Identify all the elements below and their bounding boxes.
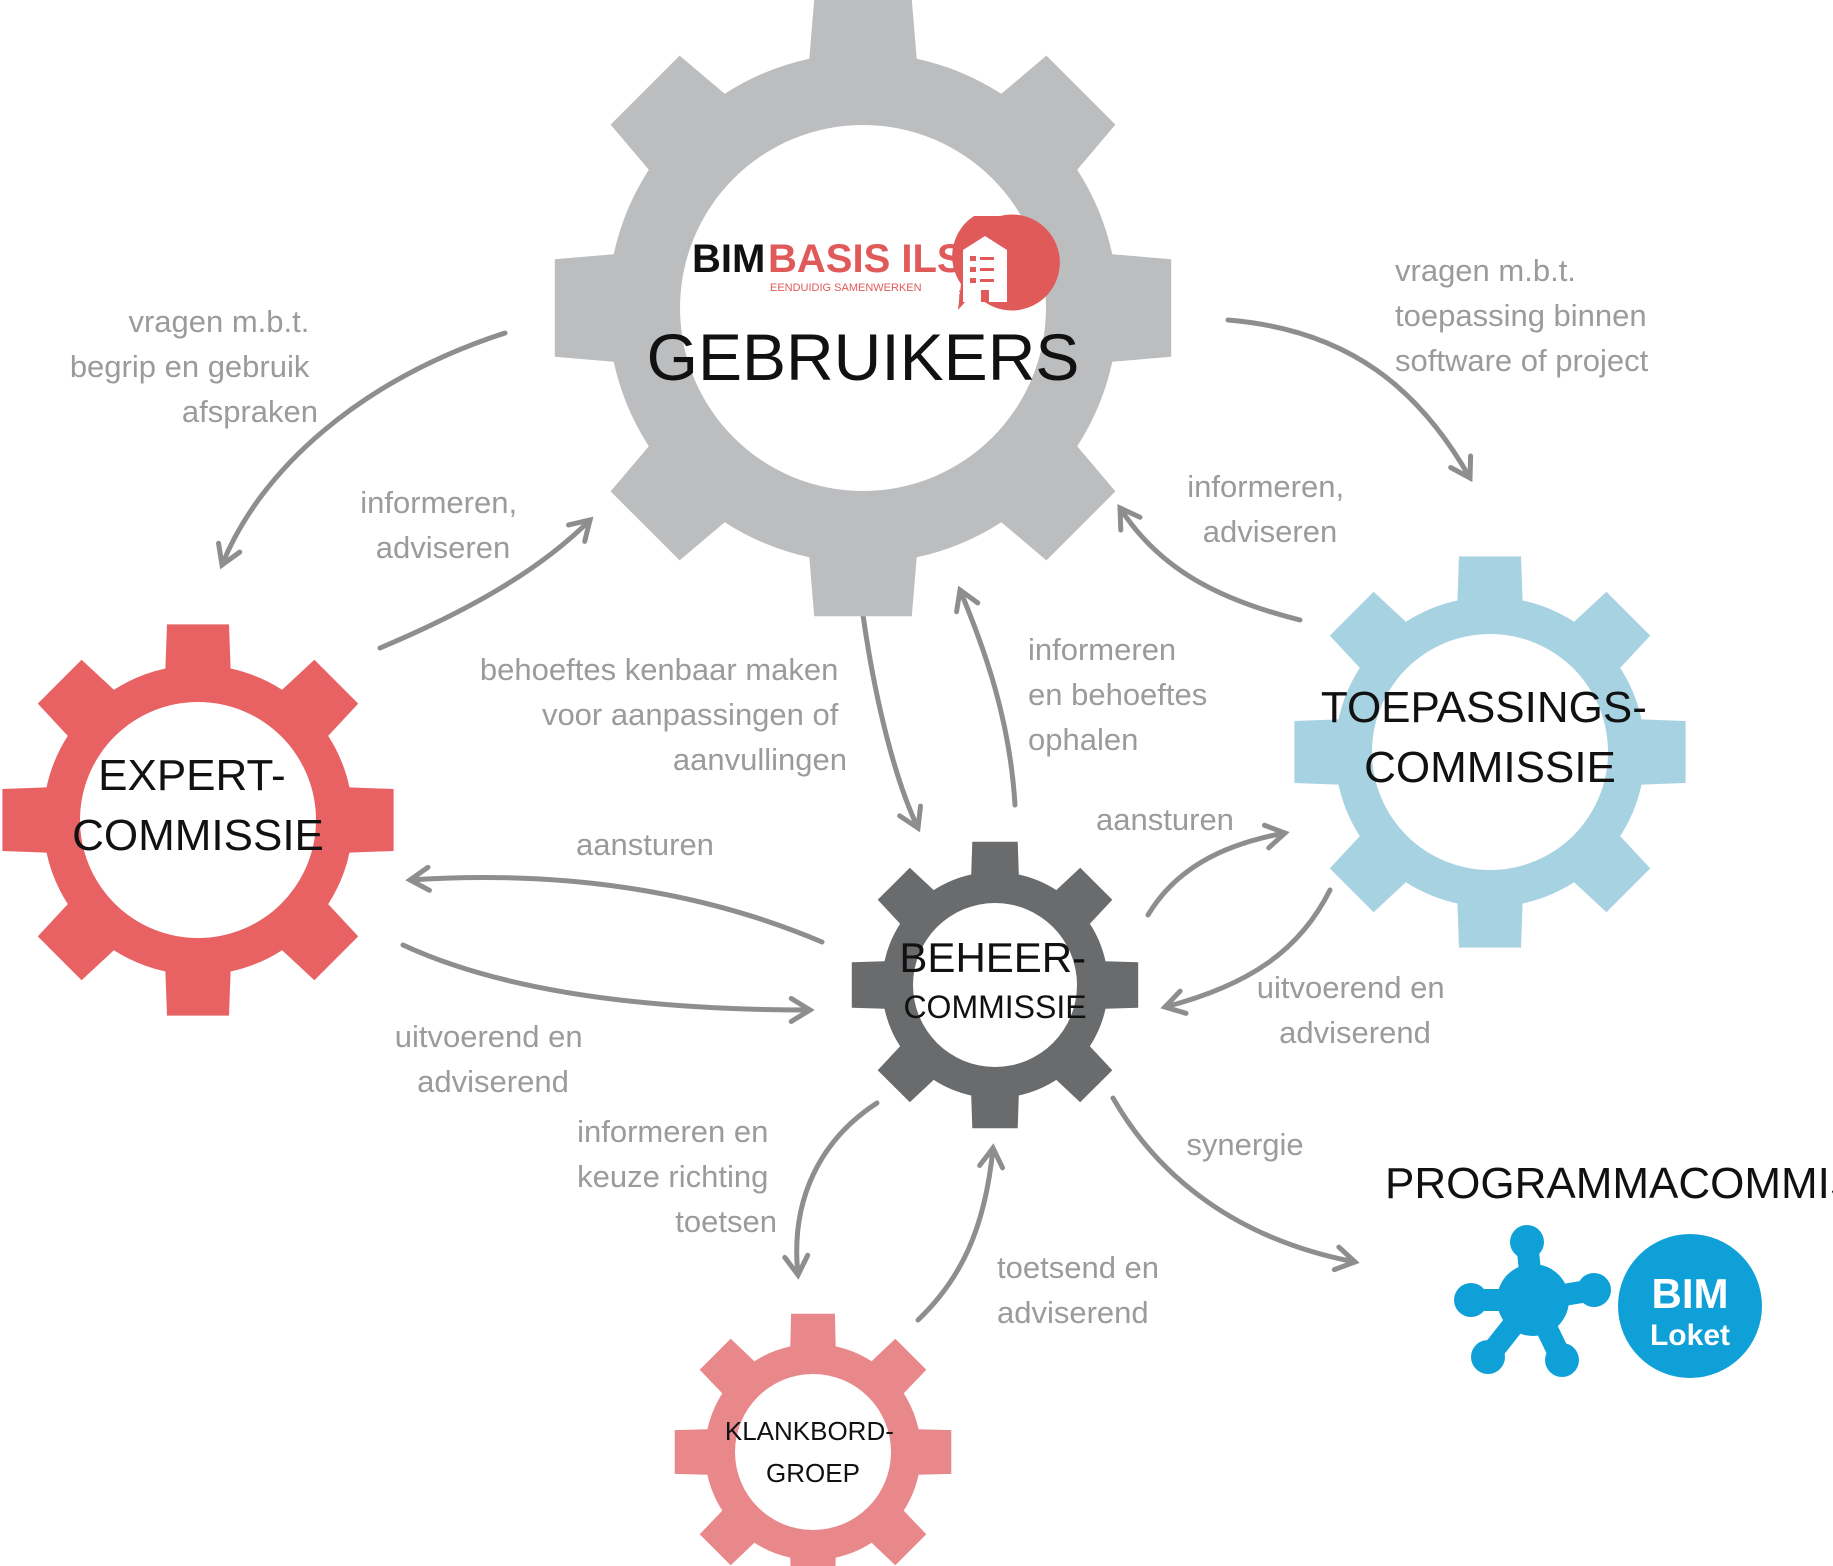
gear-expert-commissie bbox=[2, 624, 394, 1016]
arrow-head bbox=[566, 516, 594, 544]
toepassing-title: TOEPASSINGS- COMMISSIE bbox=[1321, 683, 1659, 792]
klankbord-title-line-1: KLANKBORD- bbox=[725, 1416, 894, 1446]
arrow-beheer-to-klankbord bbox=[794, 1100, 880, 1278]
label-informeren-adviseren-left: informeren, adviseren bbox=[360, 485, 525, 565]
molecule-icon bbox=[1454, 1225, 1611, 1377]
label-informeren-adviseren-right: informeren, adviseren bbox=[1187, 469, 1352, 549]
bim-basis-tagline: EENDUIDIG SAMENWERKEN bbox=[770, 282, 922, 294]
arrow-beheer-to-toepassing bbox=[1145, 830, 1288, 918]
gear-beheer-commissie bbox=[851, 841, 1139, 1129]
gear-hole bbox=[680, 125, 1046, 491]
label-uitvoerend-left: uitvoerend en adviserend bbox=[395, 1019, 592, 1099]
gebruikers-title: GEBRUIKERS bbox=[647, 320, 1080, 394]
bim-basis-basis: BASIS ILS bbox=[768, 237, 964, 281]
gear-hole bbox=[1372, 634, 1608, 870]
label-vragen-toepassing: vragen m.b.t. toepassing binnen software… bbox=[1395, 253, 1655, 378]
arrow-beheer-to-gebruikers bbox=[957, 587, 1018, 808]
building-speech-bubble-icon: i bbox=[952, 214, 1060, 311]
arrow-head bbox=[1117, 504, 1143, 533]
beheer-title-line-1: BEHEER- bbox=[899, 934, 1086, 981]
label-synergie: synergie bbox=[1186, 1127, 1303, 1162]
arrow-expert-to-beheer bbox=[400, 942, 813, 1013]
label-uitvoerend-right: uitvoerend en adviserend bbox=[1257, 970, 1454, 1050]
label-aansturen-left: aansturen bbox=[576, 827, 714, 862]
label-aansturen-right: aansturen bbox=[1096, 802, 1234, 837]
beheer-title: BEHEER- COMMISSIE bbox=[899, 934, 1090, 1025]
label-informeren-keuze: informeren en keuze richting toetsen bbox=[577, 1114, 777, 1239]
arrow-klankbord-to-beheer bbox=[915, 1145, 996, 1323]
arrow-beheer-to-expert bbox=[407, 875, 825, 945]
bim-basis-logo: BIM BASIS ILS EENDUIDIG SAMENWERKEN i bbox=[692, 214, 1060, 311]
toepassing-title-line-1: TOEPASSINGS- bbox=[1321, 683, 1647, 732]
toepassing-title-line-2: COMMISSIE bbox=[1364, 743, 1616, 792]
expert-title: EXPERT- COMMISSIE bbox=[72, 751, 324, 860]
arrow-toepassing-to-gebruikers bbox=[1117, 505, 1303, 623]
beheer-title-line-2: COMMISSIE bbox=[903, 989, 1086, 1025]
label-toetsend: toetsend en adviserend bbox=[997, 1250, 1168, 1330]
arrows bbox=[216, 317, 1474, 1323]
bim-loket-logo: BIM Loket bbox=[1618, 1234, 1762, 1378]
label-informeren-behoeftes: informeren en behoeftes ophalen bbox=[1028, 632, 1216, 757]
arrow-gebruikers-to-beheer bbox=[860, 612, 921, 831]
gear-hole bbox=[80, 702, 316, 938]
arrow-head bbox=[216, 540, 243, 570]
label-behoeftes: behoeftes kenbaar maken voor aanpassinge… bbox=[480, 652, 847, 777]
gear-hole bbox=[735, 1374, 891, 1530]
arrow-gebruikers-to-expert bbox=[219, 330, 508, 568]
arrow-head bbox=[1261, 822, 1290, 851]
gear-hole bbox=[913, 903, 1077, 1067]
bim-basis-bim: BIM bbox=[692, 237, 765, 281]
expert-title-line-2: COMMISSIE bbox=[72, 811, 324, 860]
arrow-head bbox=[1448, 453, 1474, 483]
bim-loket-line-1: BIM bbox=[1652, 1270, 1729, 1317]
arrow-head bbox=[1331, 1244, 1360, 1273]
gear-gebruikers bbox=[554, 0, 1172, 617]
arrow-head bbox=[405, 864, 432, 893]
klankbord-title: KLANKBORD- GROEP bbox=[725, 1416, 901, 1488]
arrow-expert-to-gebruikers bbox=[377, 517, 593, 651]
expert-title-line-1: EXPERT- bbox=[98, 751, 285, 800]
arrow-head bbox=[897, 803, 924, 833]
arrow-head bbox=[782, 1252, 811, 1280]
arrow-head bbox=[977, 1143, 1005, 1171]
bim-loket-line-2: Loket bbox=[1650, 1319, 1730, 1352]
arrow-toepassing-to-beheer bbox=[1162, 887, 1333, 1010]
arrow-head bbox=[788, 995, 815, 1024]
gear-klankbord-groep bbox=[674, 1313, 952, 1566]
arrow-beheer-to-programma bbox=[1110, 1095, 1358, 1265]
klankbord-title-line-2: GROEP bbox=[766, 1458, 860, 1488]
arrow-head bbox=[954, 585, 981, 615]
arrow-head bbox=[1160, 988, 1189, 1016]
gear-toepassings-commissie bbox=[1294, 556, 1686, 948]
arrow-gebruikers-to-toepassing bbox=[1225, 317, 1473, 481]
label-vragen-begrip: vragen m.b.t. begrip en gebruik afsprake… bbox=[70, 304, 318, 429]
svg-text:i: i bbox=[958, 288, 963, 308]
programmacommissie-title: PROGRAMMACOMMISSIE bbox=[1385, 1159, 1833, 1208]
